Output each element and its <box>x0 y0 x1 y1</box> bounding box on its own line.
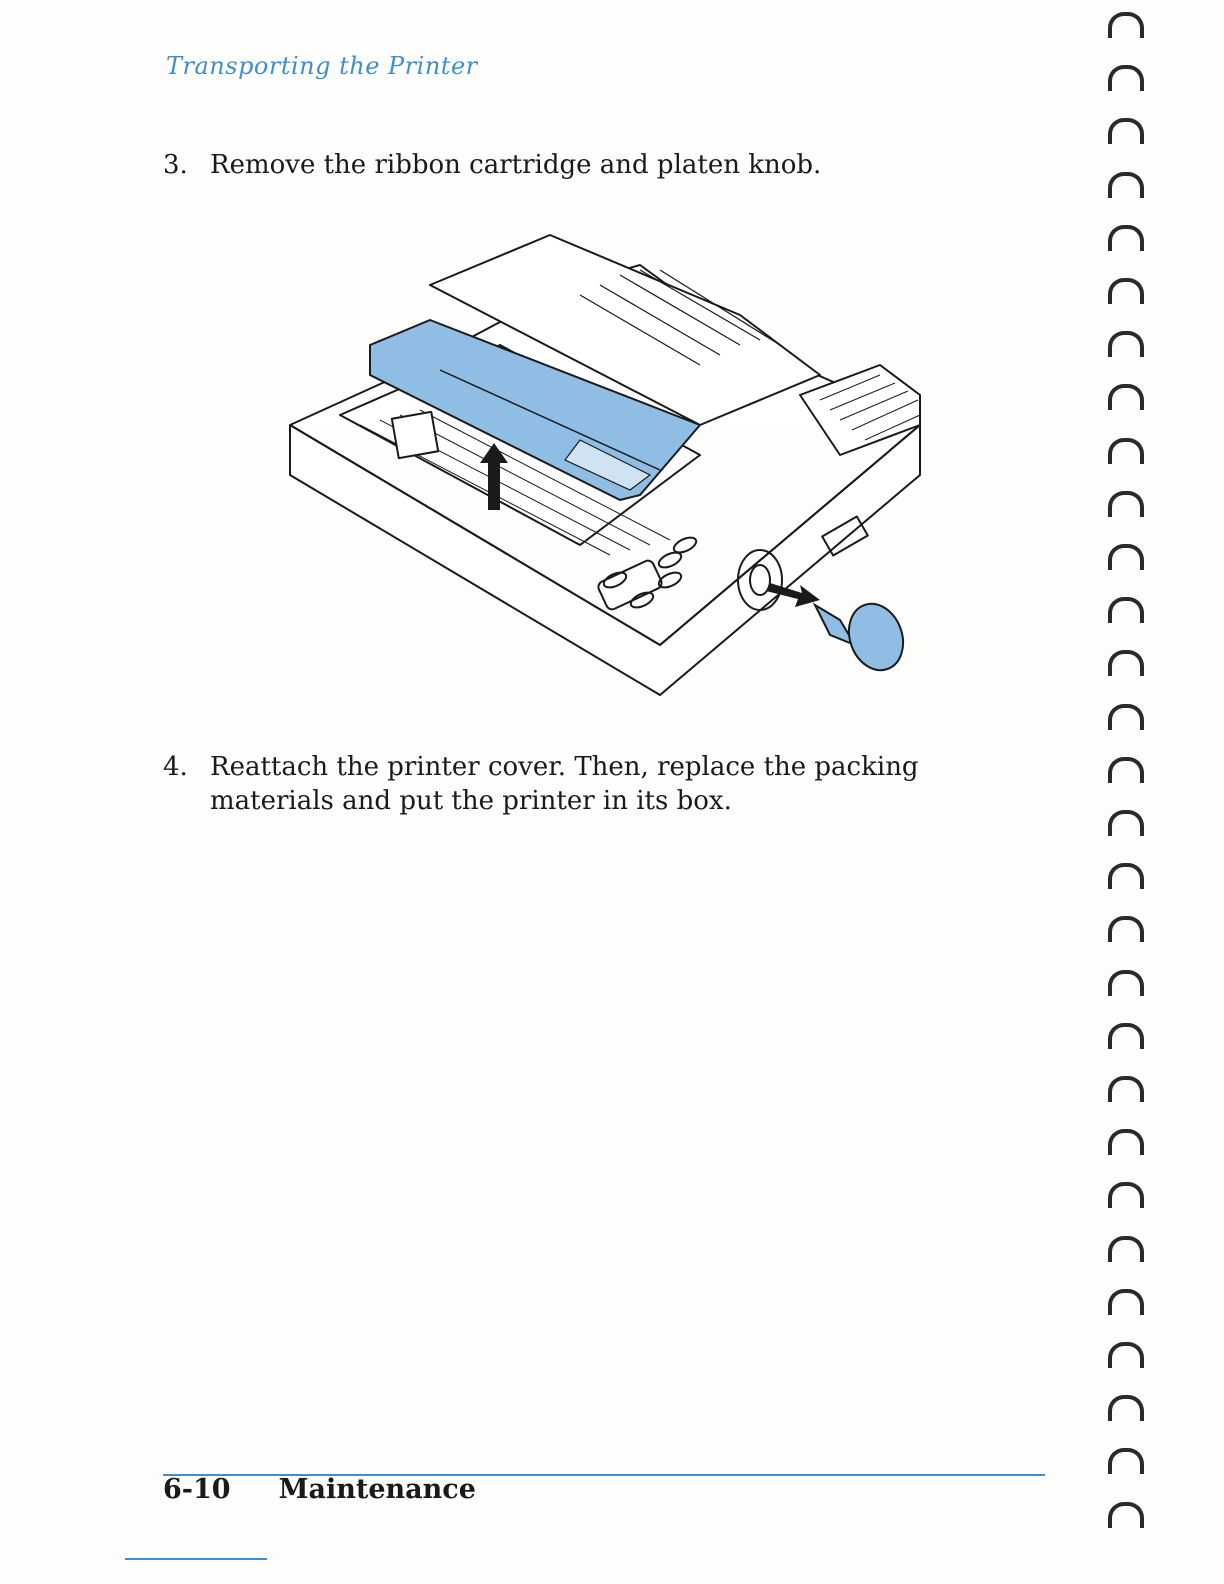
binding-ring <box>1108 225 1144 251</box>
binding-ring <box>1108 810 1144 836</box>
binding-ring <box>1108 172 1144 198</box>
running-header: Transporting the Printer <box>166 52 478 80</box>
page-number: 6-10 <box>163 1474 231 1505</box>
binding-ring <box>1108 65 1144 91</box>
binding-ring <box>1108 118 1144 144</box>
binding-ring <box>1108 863 1144 889</box>
binding-ring <box>1108 757 1144 783</box>
step-3: 3. Remove the ribbon cartridge and plate… <box>163 148 1030 182</box>
page-footer: 6-10 Maintenance <box>163 1474 476 1505</box>
binding-ring <box>1108 384 1144 410</box>
binding-ring <box>1108 438 1144 464</box>
binding-ring <box>1108 278 1144 304</box>
edge-rule <box>125 1558 267 1560</box>
binding-ring <box>1108 704 1144 730</box>
binding-ring <box>1108 970 1144 996</box>
step-number: 4. <box>163 750 210 818</box>
step-number: 3. <box>163 148 210 182</box>
binding-ring <box>1108 491 1144 517</box>
binding-ring <box>1108 544 1144 570</box>
binding-ring <box>1108 1129 1144 1155</box>
binding-ring <box>1108 1342 1144 1368</box>
binding-ring <box>1108 1076 1144 1102</box>
binding-ring <box>1108 1023 1144 1049</box>
binding-ring <box>1108 916 1144 942</box>
step-4: 4. Reattach the printer cover. Then, rep… <box>163 750 1030 818</box>
binding-ring <box>1108 1236 1144 1262</box>
spiral-binding <box>1098 0 1158 1584</box>
printer-ribbon-platen-knob-illustration <box>280 225 930 710</box>
step-text: Reattach the printer cover. Then, replac… <box>210 750 1030 818</box>
binding-ring <box>1108 1289 1144 1315</box>
section-name: Maintenance <box>279 1474 476 1505</box>
binding-ring <box>1108 12 1144 38</box>
binding-ring <box>1108 1395 1144 1421</box>
binding-ring <box>1108 1182 1144 1208</box>
binding-ring <box>1108 597 1144 623</box>
binding-ring <box>1108 331 1144 357</box>
step-text: Remove the ribbon cartridge and platen k… <box>210 148 1030 182</box>
binding-ring <box>1108 1502 1144 1528</box>
binding-ring <box>1108 1448 1144 1474</box>
binding-ring <box>1108 650 1144 676</box>
